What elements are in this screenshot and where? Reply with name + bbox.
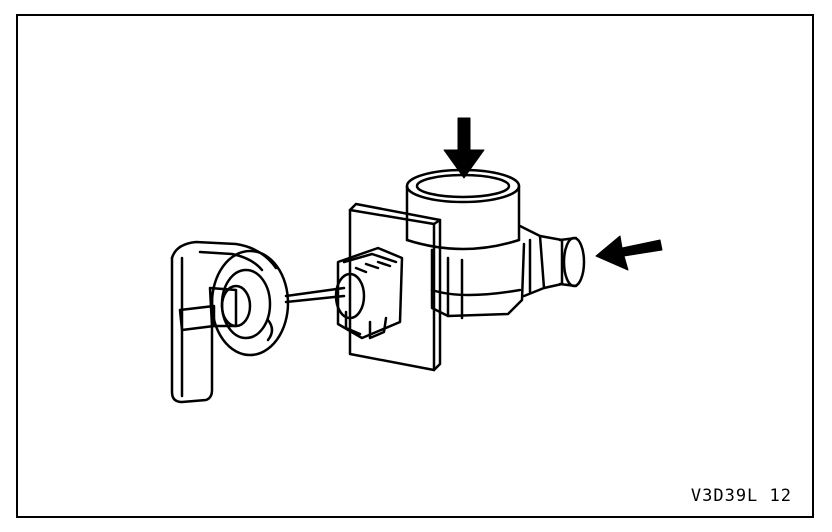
figure-code: V3D39L 12 — [690, 486, 792, 506]
flow-arrow-icon — [443, 117, 663, 271]
bracket-icon — [170, 240, 346, 404]
figure-frame — [16, 14, 814, 518]
solenoid-valve-icon — [334, 168, 586, 372]
